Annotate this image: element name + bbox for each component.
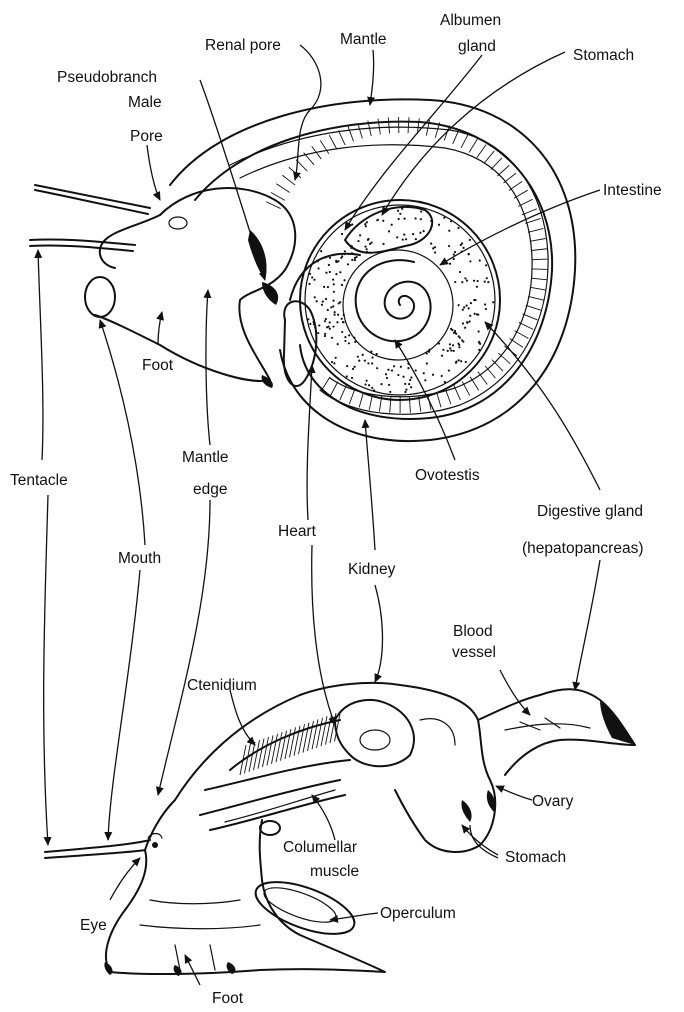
label-columellar-muscle: Columellar	[283, 839, 357, 856]
label-operculum: Operculum	[380, 905, 456, 922]
label-ovotestis: Ovotestis	[415, 467, 480, 484]
label-pseudobranch: Pseudobranch	[57, 69, 157, 86]
label-eye: Eye	[80, 917, 107, 934]
label-stomach-top: Stomach	[573, 47, 634, 64]
label-digestive-gland: Digestive gland	[537, 503, 643, 520]
labels: Renal pore Mantle Albumen gland Stomach …	[10, 12, 662, 1007]
label-heart: Heart	[278, 523, 317, 540]
label-foot-top: Foot	[142, 357, 174, 374]
label-digestive-gland-2: (hepatopancreas)	[522, 540, 644, 557]
label-tentacle: Tentacle	[10, 472, 68, 489]
label-ovary: Ovary	[532, 793, 574, 810]
label-intestine: Intestine	[603, 182, 662, 199]
label-albumen-gland-2: gland	[458, 38, 496, 55]
label-male-pore: Male	[128, 94, 162, 111]
label-columellar-muscle-2: muscle	[310, 863, 359, 880]
label-renal-pore: Renal pore	[205, 37, 281, 54]
label-foot-bottom: Foot	[212, 990, 244, 1007]
label-albumen-gland: Albumen	[440, 12, 501, 29]
label-blood-vessel-2: vessel	[452, 644, 496, 661]
label-ctenidium: Ctenidium	[187, 677, 257, 694]
label-mantle-edge: Mantle	[182, 449, 229, 466]
label-kidney: Kidney	[348, 561, 396, 578]
label-mouth: Mouth	[118, 550, 161, 567]
top-snail-drawing	[30, 99, 575, 441]
label-mantle-edge-2: edge	[193, 481, 227, 498]
bottom-snail-drawing	[45, 683, 635, 976]
label-stomach-bottom: Stomach	[505, 849, 566, 866]
label-blood-vessel: Blood	[453, 623, 493, 640]
label-mantle-top: Mantle	[340, 31, 387, 48]
label-male-pore-2: Pore	[130, 128, 163, 145]
